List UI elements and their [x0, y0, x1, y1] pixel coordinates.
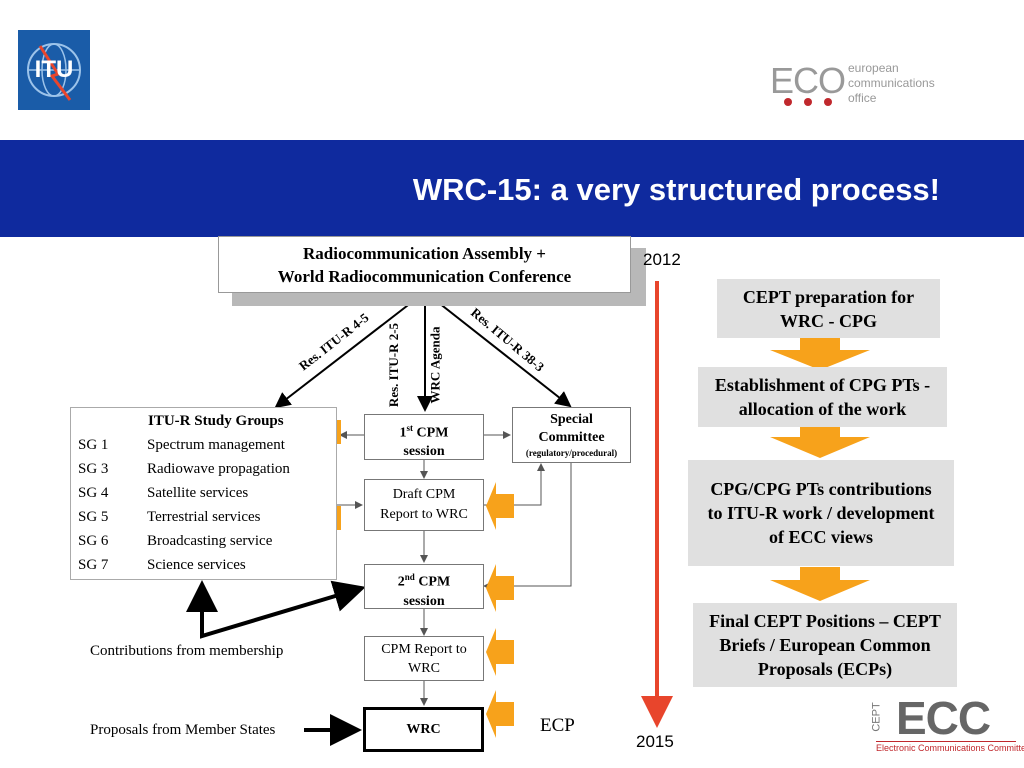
- cpm-report-box: CPM Report to WRC: [364, 636, 484, 681]
- eco-text-1: european: [848, 61, 899, 75]
- cpm2-box: 2nd CPM session: [364, 564, 484, 609]
- eco-dots-icon: [784, 98, 832, 106]
- cept-step-1: CEPT preparation for WRC - CPG: [717, 279, 940, 338]
- assembly-line1: Radiocommunication Assembly +: [303, 244, 546, 263]
- orange-arrow-left-6: [486, 690, 514, 738]
- special-committee-box: Special Committee (regulatory/procedural…: [512, 407, 631, 463]
- contributions-label: Contributions from membership: [90, 643, 284, 659]
- proposals-label: Proposals from Member States: [90, 722, 276, 738]
- orange-arrow-down-3: [770, 567, 870, 601]
- globe-icon: [27, 43, 81, 101]
- orange-arrow-down-2: [770, 426, 870, 458]
- eco-mark: ECO: [770, 60, 846, 101]
- draft-cpm-box: Draft CPM Report to WRC: [364, 479, 484, 531]
- orange-arrow-left-3: [486, 482, 514, 530]
- orange-arrow-left-5: [486, 628, 514, 676]
- cept-step-3: CPG/CPG PTs contributions to ITU-R work …: [688, 460, 954, 566]
- cept-step-2: Establishment of CPG PTs - allocation of…: [698, 367, 947, 427]
- ecc-vertical-text: CEPT: [870, 702, 883, 732]
- eco-logo: ECO european communications office: [770, 60, 950, 110]
- study-groups-heading: ITU-R Study Groups: [148, 413, 284, 429]
- assembly-box: Radiocommunication Assembly + World Radi…: [218, 236, 631, 293]
- wrc-box: WRC: [363, 707, 484, 752]
- ecc-subtitle: Electronic Communications Committee: [876, 743, 1024, 753]
- itu-logo: ITU: [18, 30, 90, 110]
- year-end: 2015: [636, 732, 674, 751]
- orange-arrow-down-1: [770, 338, 870, 370]
- assembly-line2: World Radiocommunication Conference: [277, 267, 572, 286]
- slide-title: WRC-15: a very structured process!: [412, 172, 940, 207]
- eco-text-3: office: [848, 91, 877, 105]
- study-groups-box: ITU-R Study Groups: [70, 407, 337, 580]
- cept-step-4: Final CEPT Positions – CEPT Briefs / Eur…: [693, 603, 957, 687]
- label-wrc-agenda: WRC Agenda: [427, 326, 443, 404]
- arrow-res-4-5: [274, 291, 426, 409]
- ecc-mark: ECC: [896, 692, 991, 744]
- label-res-2-5: Res. ITU-R 2-5: [386, 322, 402, 408]
- arrow-res-38-3: [424, 291, 572, 408]
- ecp-label: ECP: [540, 715, 575, 736]
- orange-arrow-left-4: [486, 564, 514, 612]
- header-band: [0, 140, 1024, 237]
- itu-logo-text: ITU: [34, 56, 74, 83]
- cpm1-box: 1st CPM session: [364, 414, 484, 460]
- eco-text-2: communications: [848, 76, 935, 90]
- ecc-logo: CEPT ECC Electronic Communications Commi…: [870, 692, 1024, 757]
- year-start: 2012: [643, 250, 681, 269]
